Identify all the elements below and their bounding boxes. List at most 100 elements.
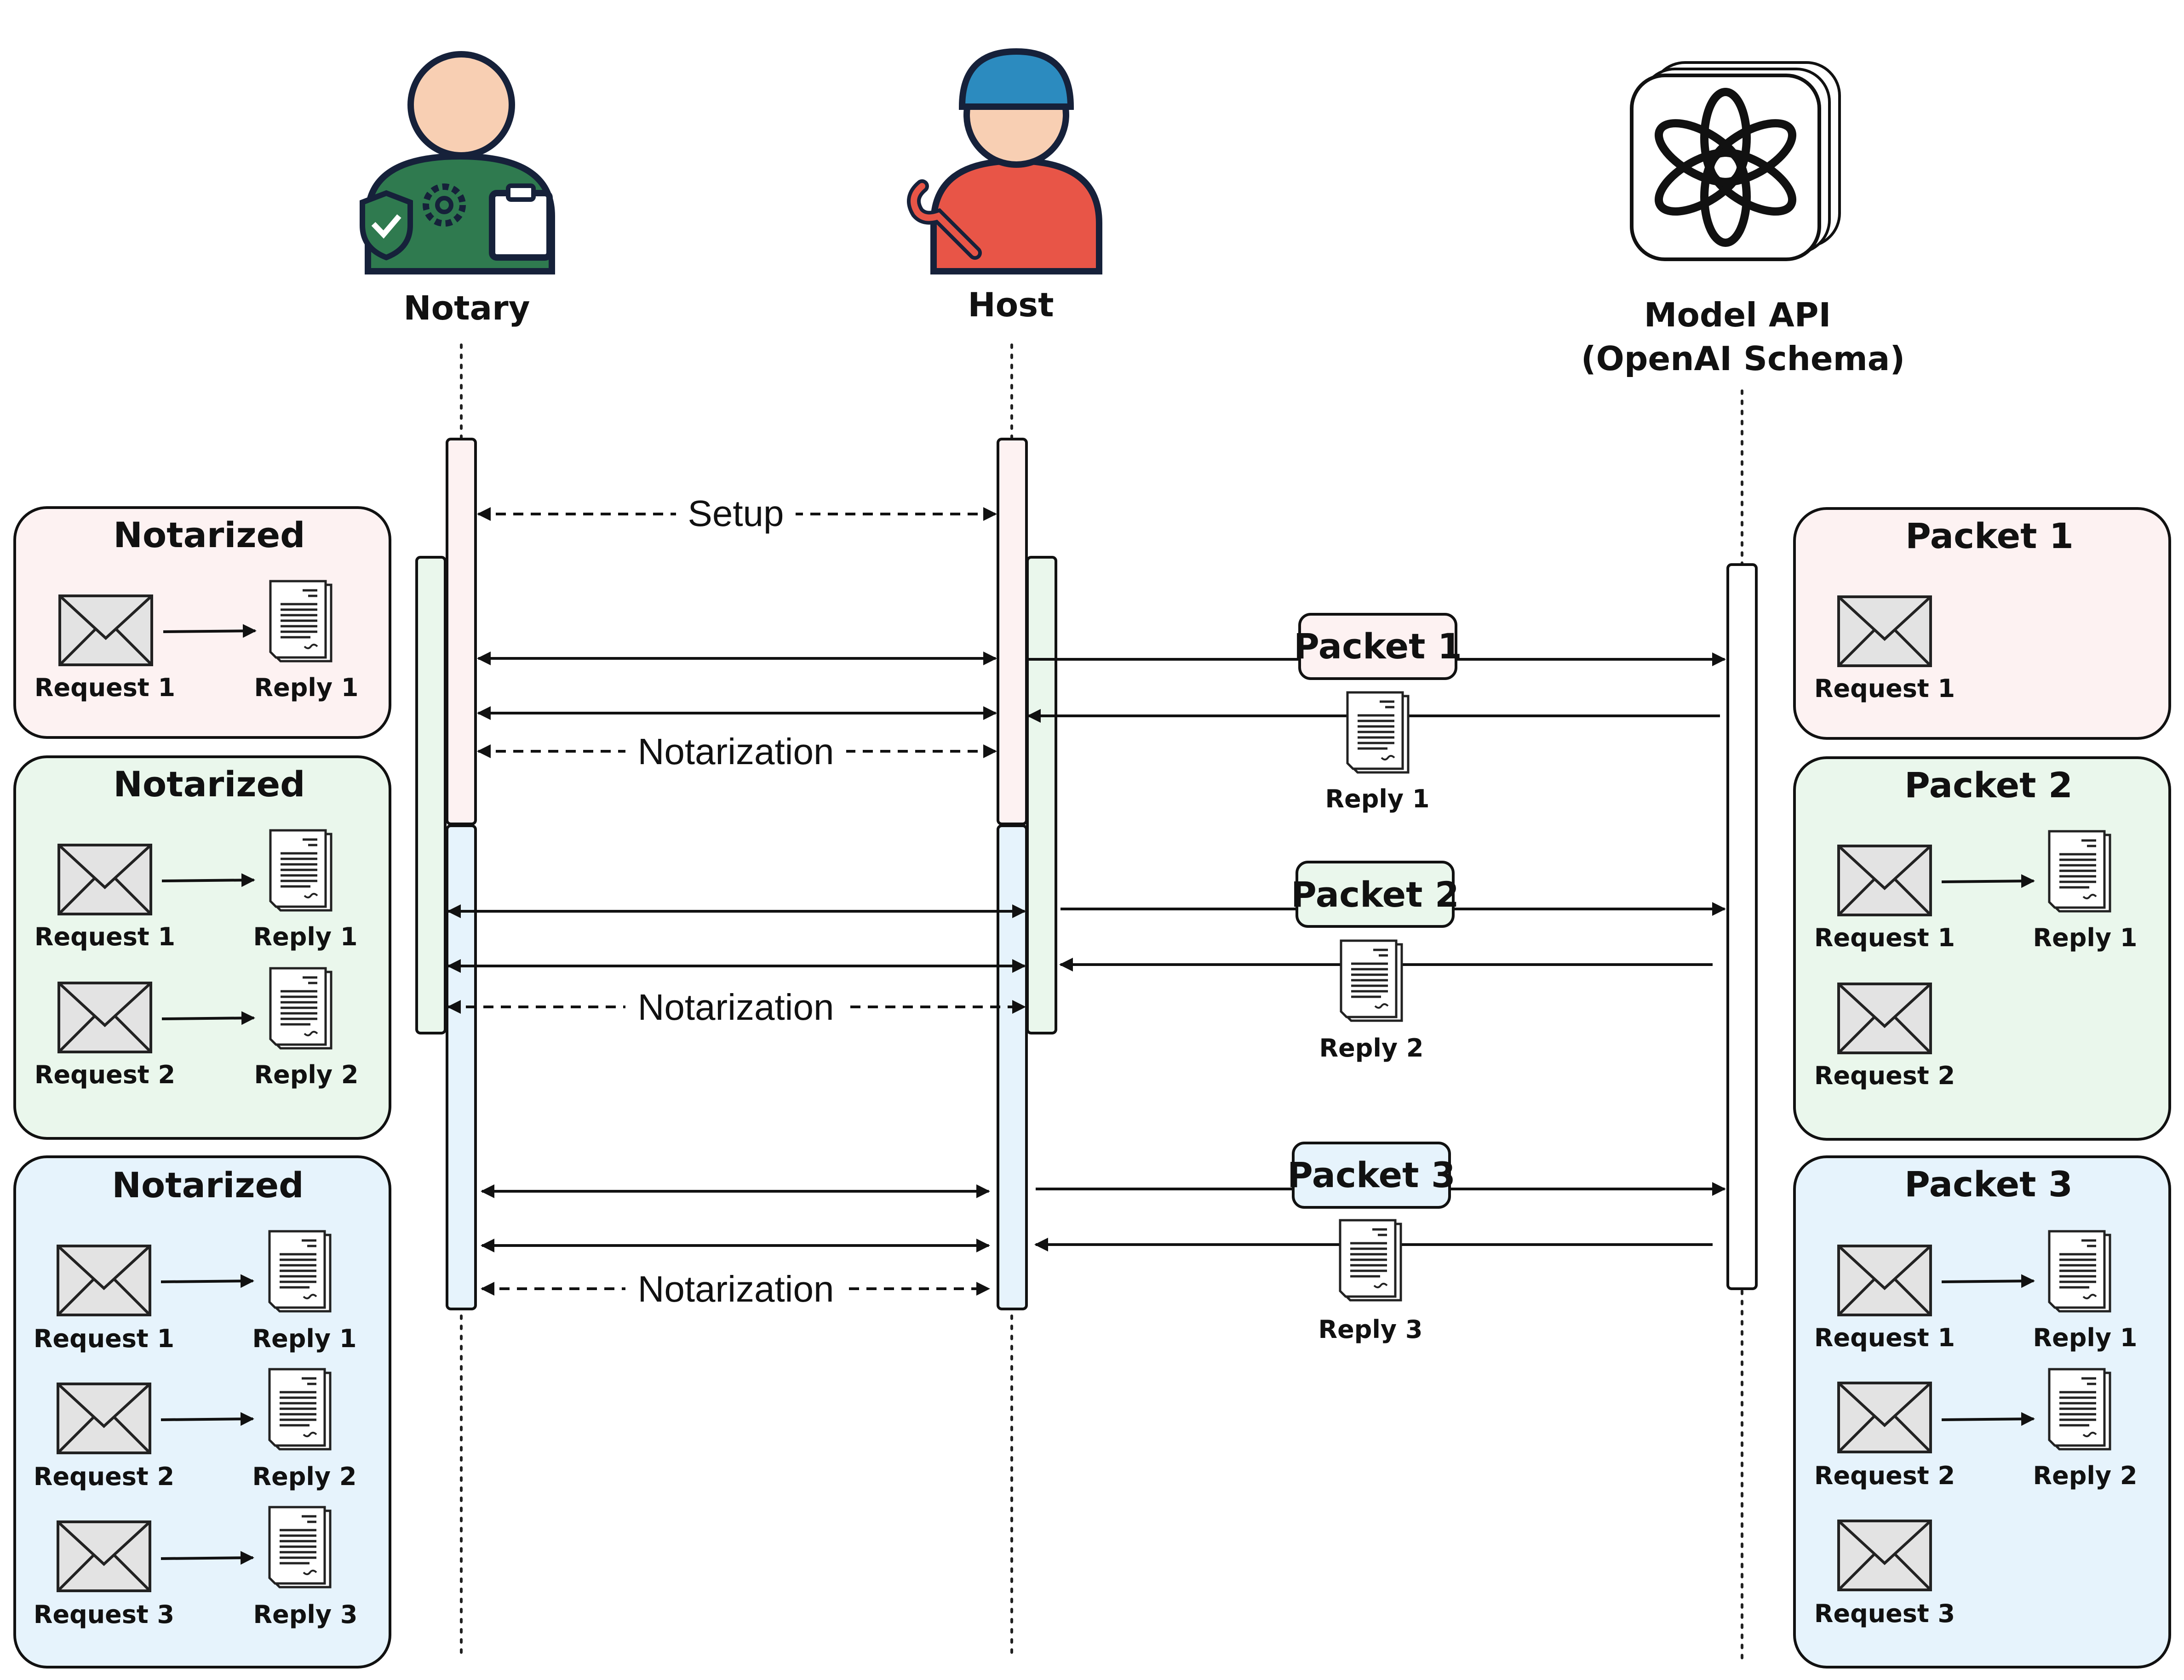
envelope-icon — [1839, 1383, 1931, 1452]
document-icon — [270, 581, 331, 661]
document-icon — [269, 1231, 330, 1311]
host-activation-phase3 — [997, 824, 1028, 1310]
reply-label: Reply 1 — [2033, 923, 2138, 952]
envelope-icon — [58, 1522, 150, 1591]
packet-1-tag — [1298, 613, 1457, 680]
request-label: Request 1 — [34, 1324, 174, 1353]
shield-icon — [360, 190, 413, 261]
request-label: Request 2 — [34, 1462, 174, 1491]
gear-icon — [423, 183, 466, 227]
reply-label: Reply 2 — [252, 1462, 357, 1491]
model-api-activation — [1726, 563, 1758, 1290]
notary-activation-phase1 — [446, 438, 477, 825]
host-actor: Host — [907, 48, 1102, 324]
model-api-label: Model API — [1644, 296, 1831, 334]
setup-label: Setup — [688, 493, 784, 534]
document-icon — [270, 830, 331, 910]
packet-panel-3-row-1: Request 1 Reply 1 — [1814, 1231, 2138, 1352]
packet-1-tag-label: Packet 1 — [1294, 626, 1462, 667]
notarized-panel-2-row-2: Request 2 Reply 2 — [34, 968, 359, 1089]
request-label: Request 3 — [34, 1600, 174, 1629]
reply-label: Reply 2 — [254, 1060, 359, 1089]
packet-3-tag — [1292, 1142, 1451, 1209]
packet-panel-2-row-1: Request 1 Reply 1 — [1814, 831, 2138, 952]
clipboard-icon — [489, 183, 553, 261]
notarization-label-2: Notarization — [638, 987, 834, 1028]
envelope-icon — [59, 983, 151, 1052]
request-label: Request 2 — [1814, 1061, 1955, 1090]
packet-panel-1: Packet 1 Request 1 — [1793, 507, 2171, 740]
packet-2-tag-label: Packet 2 — [1291, 874, 1459, 915]
packet-2-message: Packet 2 — [1291, 861, 1459, 928]
document-icon — [2049, 1231, 2110, 1311]
notarized-panel-1-row-1: Request 1 Reply 1 — [34, 581, 359, 702]
packet-panel-2: Packet 2 Request 1 Reply 1 Request 2 — [1793, 756, 2171, 1141]
packet-panel-3-row-2: Request 2 Reply 2 — [1814, 1369, 2138, 1490]
packet-panel-3: Packet 3 Request 1 Reply 1 Request 2 Rep… — [1793, 1155, 2171, 1669]
reply-2-message-label: Reply 2 — [1319, 1034, 1424, 1063]
packet-2-tag — [1295, 861, 1455, 928]
request-label: Request 2 — [34, 1060, 175, 1089]
notary-activation-phase3 — [446, 824, 477, 1310]
envelope-icon — [1839, 597, 1931, 666]
document-icon — [270, 968, 331, 1048]
helmet-icon — [958, 48, 1074, 110]
notary-head — [407, 51, 515, 159]
envelope-icon — [58, 1246, 150, 1315]
reply-3-message-doc-icon — [1340, 1220, 1401, 1300]
packet-panel-3-title: Packet 3 — [1904, 1164, 2073, 1205]
packet-panel-2-title: Packet 2 — [1904, 765, 2073, 806]
notary-activation-phase2 — [415, 556, 447, 1034]
envelope-icon — [1839, 984, 1931, 1053]
notarized-panel-2-row-1: Request 1 Reply 1 — [34, 830, 358, 951]
packet-panel-2-row-2: Request 2 — [1814, 984, 1955, 1090]
reply-label: Reply 1 — [253, 922, 358, 951]
packet-1-message: Packet 1 — [1294, 613, 1462, 680]
envelope-icon — [59, 845, 151, 914]
notarized-panel-2-title: Notarized — [113, 764, 305, 805]
host-label: Host — [968, 286, 1054, 324]
request-label: Request 1 — [34, 673, 175, 702]
envelope-icon — [1839, 1246, 1931, 1315]
reply-3-message-label: Reply 3 — [1318, 1315, 1423, 1344]
reply-label: Reply 2 — [2033, 1461, 2138, 1490]
notarized-panel-2: Notarized Request 1 Reply 1 Request 2 Re… — [13, 755, 391, 1140]
document-icon — [2049, 1369, 2110, 1449]
wrench-icon — [907, 179, 982, 260]
envelope-icon — [1839, 1521, 1931, 1590]
model-api-sublabel: (OpenAI Schema) — [1581, 339, 1905, 378]
openai-logo-icon — [1654, 88, 1797, 247]
document-icon — [269, 1507, 330, 1587]
notarized-panel-1-title: Notarized — [113, 514, 305, 555]
host-activation-phase2 — [1026, 556, 1057, 1034]
notarized-panel-3: Notarized Request 1 Reply 1 Request 2 Re… — [13, 1155, 391, 1669]
notarization-label-1: Notarization — [638, 731, 834, 772]
notarized-panel-3-row-3: Request 3 Reply 3 — [34, 1507, 357, 1629]
packet-3-tag-label: Packet 3 — [1287, 1154, 1456, 1195]
packet-3-message: Packet 3 — [1287, 1142, 1456, 1209]
host-body — [930, 157, 1102, 274]
reply-label: Reply 1 — [254, 673, 359, 702]
notary-host-messages — [447, 507, 1026, 1296]
packet-panel-3-row-3: Request 3 — [1814, 1521, 1955, 1628]
request-label: Request 1 — [34, 922, 175, 951]
envelope-icon — [58, 1384, 150, 1453]
notarized-panel-3-title: Notarized — [112, 1165, 304, 1206]
notarization-label-3: Notarization — [638, 1269, 834, 1309]
notary-actor: Notary — [360, 51, 555, 327]
notary-label: Notary — [403, 289, 530, 327]
host-activation-phase1 — [997, 438, 1028, 825]
envelope-icon — [1839, 846, 1931, 915]
notarized-panel-3-row-1: Request 1 Reply 1 — [34, 1231, 356, 1353]
reply-label: Reply 1 — [2033, 1323, 2138, 1352]
packet-panel-1-title: Packet 1 — [1905, 515, 2074, 556]
notarized-panel-1: Notarized Request 1 Reply 1 — [13, 506, 391, 739]
request-label: Request 3 — [1814, 1599, 1955, 1628]
reply-1-message-doc-icon — [1347, 692, 1408, 772]
reply-2-message-doc-icon — [1341, 941, 1402, 1021]
request-label: Request 2 — [1814, 1461, 1955, 1490]
notarized-panel-3-row-2: Request 2 Reply 2 — [34, 1369, 357, 1491]
activation-bars — [415, 438, 1758, 1310]
document-icon — [269, 1369, 330, 1449]
